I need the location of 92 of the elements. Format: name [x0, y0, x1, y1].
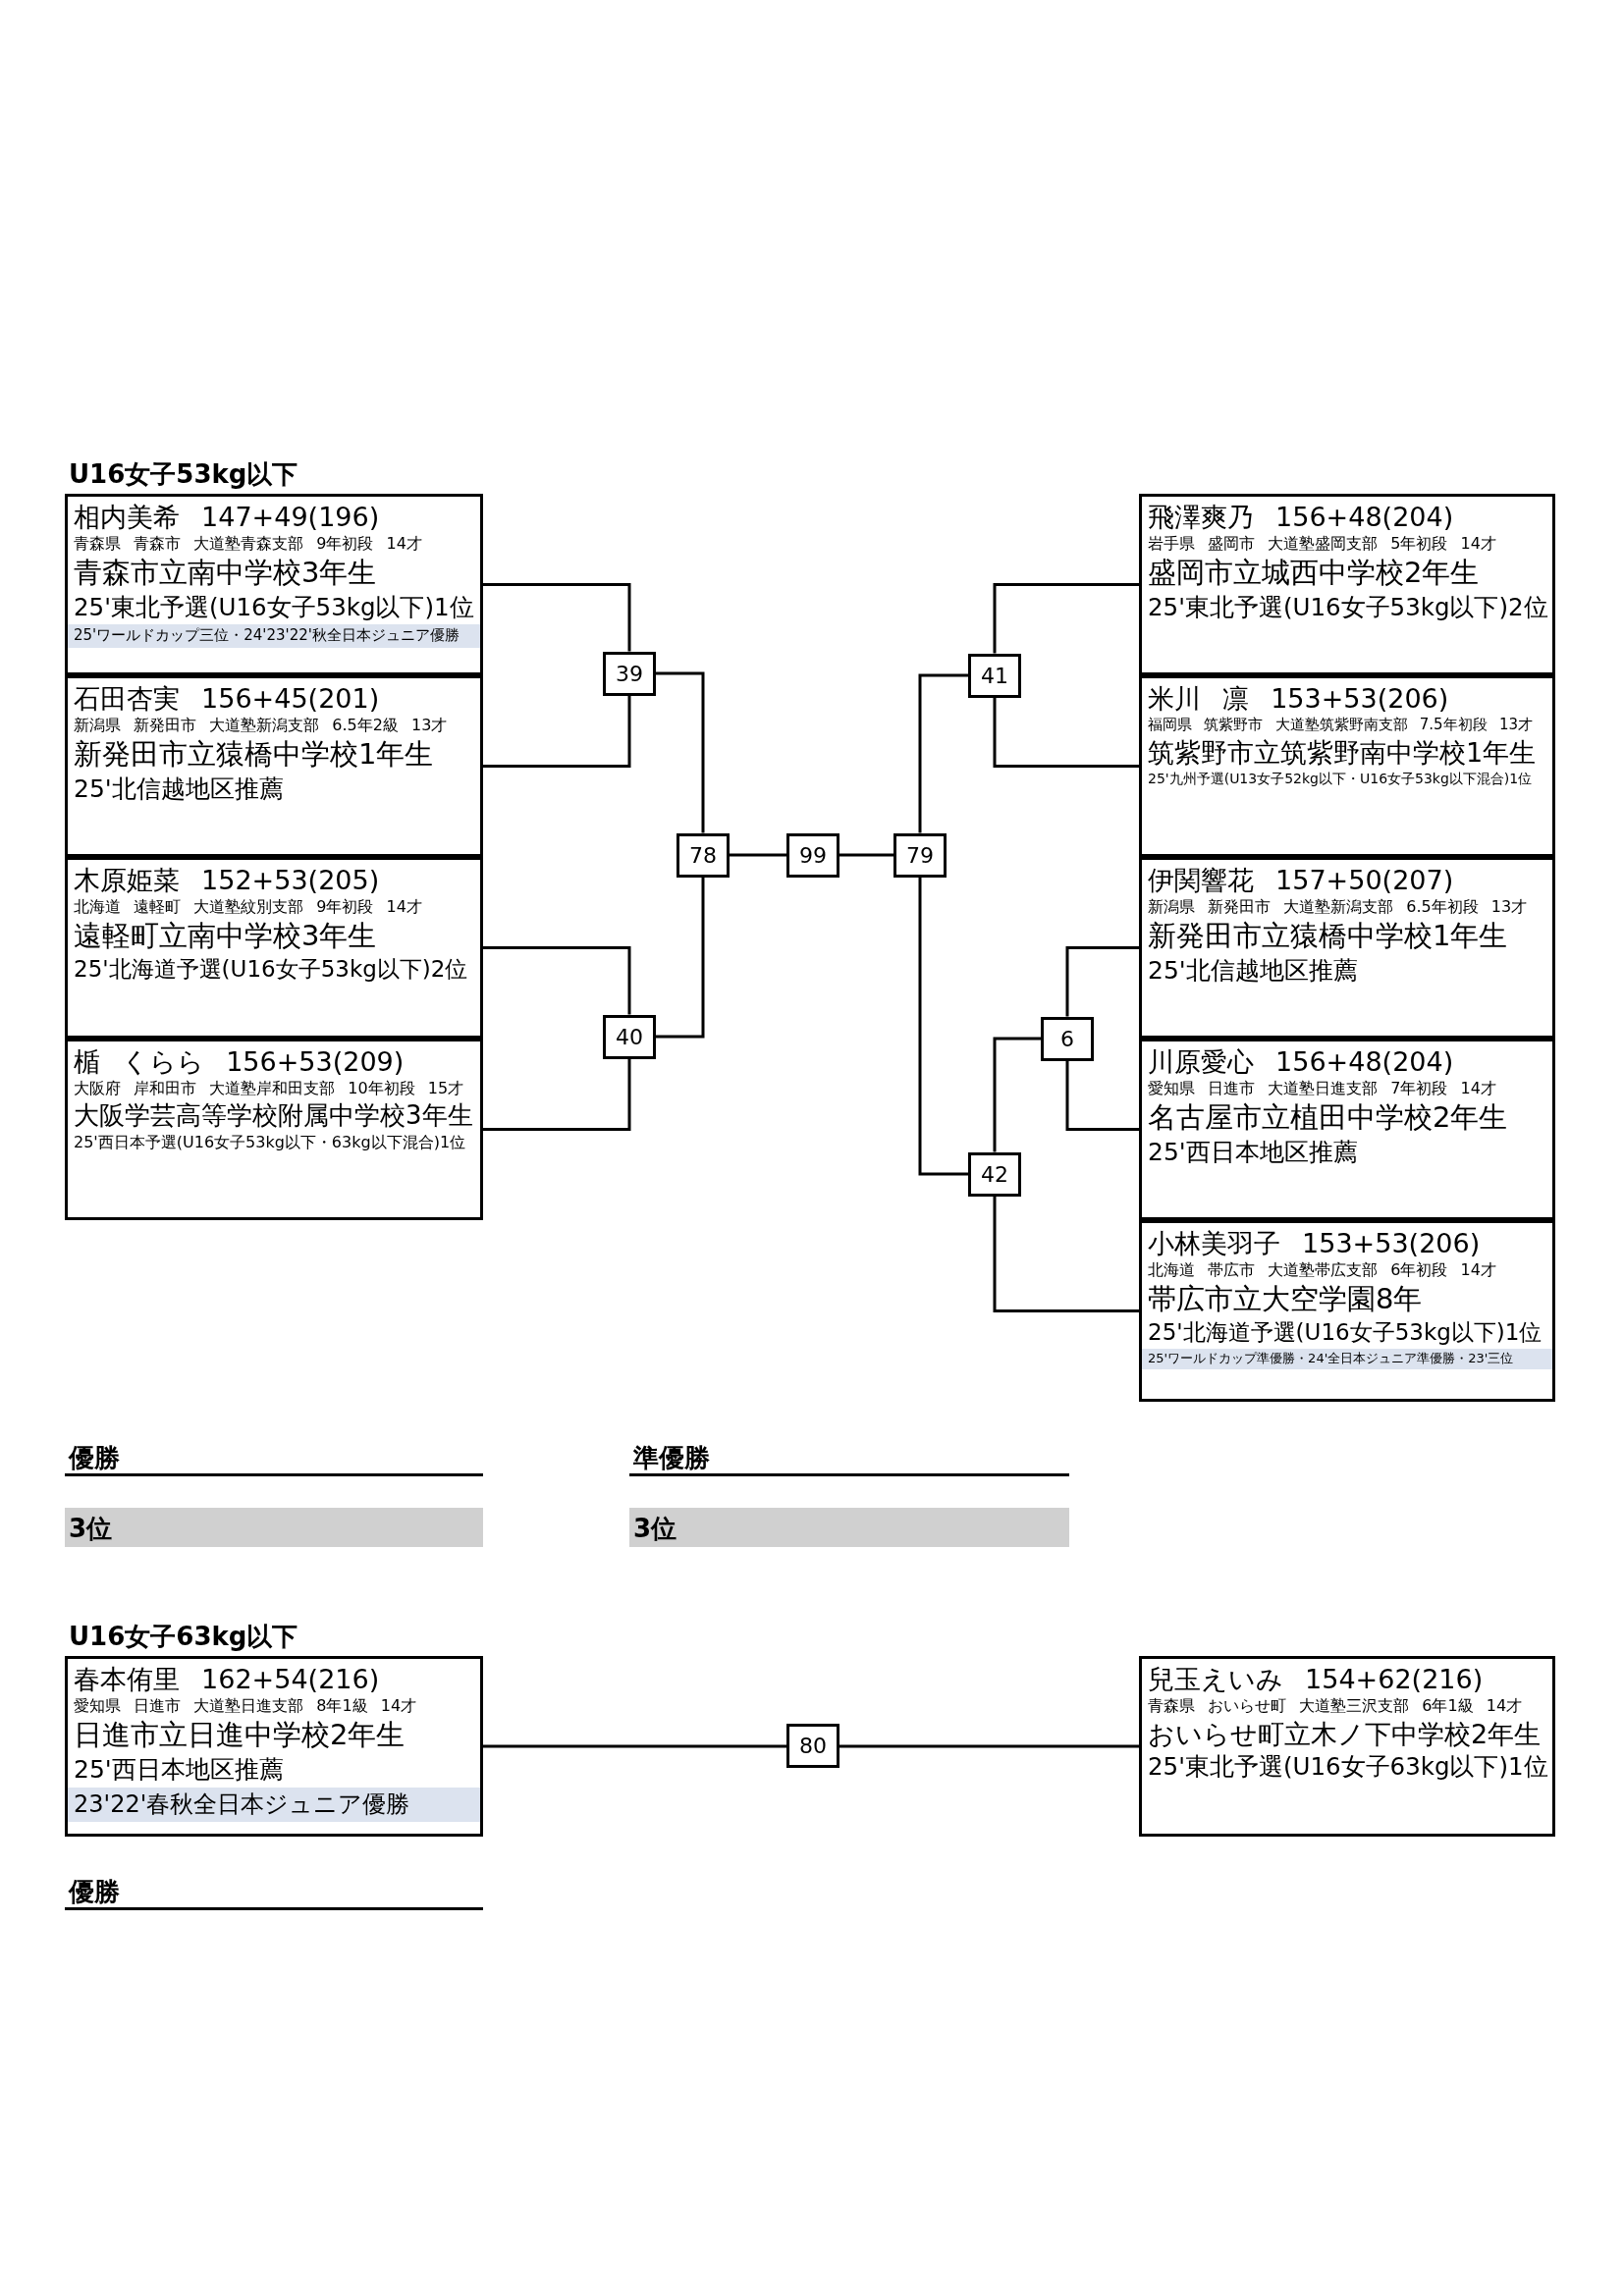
entry-card	[65, 494, 483, 675]
qualification-note: 25'東北予選(U16女子53kg以下)2位	[1148, 591, 1548, 623]
school-name: おいらせ町立木ノ下中学校2年生	[1148, 1717, 1542, 1751]
school-name: 筑紫野市立筑紫野南中学校1年生	[1148, 735, 1537, 770]
player-name: 春本侑里 162+54(216)	[74, 1663, 380, 1696]
bracket-line	[993, 1196, 1139, 1312]
qualification-note: 25'東北予選(U16女子63kg以下)1位	[1148, 1751, 1548, 1783]
school-name: 新発田市立猿橋中学校1年生	[1148, 917, 1508, 954]
bracket-line	[918, 877, 968, 1176]
entry-card	[1139, 1039, 1555, 1220]
entry-card	[1139, 1656, 1555, 1837]
bracket-line	[730, 853, 786, 857]
bracket-line	[483, 583, 631, 652]
bracket-line	[1065, 1060, 1139, 1131]
player-affiliation: 北海道 遠軽町 大道塾紋別支部 9年初段 14才	[74, 897, 422, 918]
bracket-line	[993, 1037, 1041, 1152]
bracket-line	[839, 1744, 1139, 1748]
match-number-box: 41	[968, 653, 1021, 698]
bracket-line	[483, 1744, 786, 1748]
player-name: 相内美希 147+49(196)	[74, 501, 380, 534]
category-heading: U16女子53kg以下	[69, 458, 298, 491]
player-affiliation: 青森県 おいらせ町 大道塾三沢支部 6年1級 14才	[1148, 1696, 1523, 1717]
player-name: 川原愛心 156+48(204)	[1148, 1045, 1454, 1079]
player-affiliation: 愛知県 日進市 大道塾日進支部 7年初段 14才	[1148, 1079, 1496, 1099]
entry-card	[65, 1039, 483, 1220]
player-affiliation: 新潟県 新発田市 大道塾新潟支部 6.5年2級 13才	[74, 716, 448, 736]
entry-card	[1139, 1220, 1555, 1402]
fill-in-line: 優勝	[65, 1441, 483, 1476]
player-affiliation: 愛知県 日進市 大道塾日進支部 8年1級 14才	[74, 1696, 417, 1717]
bracket-line	[1065, 946, 1139, 1017]
match-number-box: 6	[1041, 1016, 1094, 1061]
player-affiliation: 大阪府 岸和田市 大道塾岸和田支部 10年初段 15才	[74, 1079, 464, 1099]
category-heading: U16女子63kg以下	[69, 1621, 298, 1653]
player-name: 米川 凛 153+53(206)	[1148, 682, 1449, 716]
qualification-note: 25'北海道予選(U16女子53kg以下)2位	[74, 954, 468, 984]
school-name: 帯広市立大空学園8年	[1148, 1280, 1423, 1317]
achievement-note: 23'22'春秋全日本ジュニア優勝	[68, 1788, 480, 1823]
player-name: 伊関響花 157+50(207)	[1148, 864, 1454, 897]
fill-in-line: 準優勝	[629, 1441, 1069, 1476]
match-number-box: 79	[893, 832, 947, 878]
entry-card	[1139, 857, 1555, 1039]
match-number-box: 80	[786, 1723, 839, 1768]
bracket-line	[483, 695, 631, 768]
player-name: 石田杏実 156+45(201)	[74, 682, 380, 716]
entry-card	[1139, 675, 1555, 857]
player-affiliation: 岩手県 盛岡市 大道塾盛岡支部 5年初段 14才	[1148, 534, 1496, 555]
match-number-box: 39	[603, 651, 656, 696]
achievement-note: 25'ワールドカップ三位・24'23'22'秋全日本ジュニア優勝	[68, 624, 480, 648]
player-affiliation: 新潟県 新発田市 大道塾新潟支部 6.5年初段 13才	[1148, 897, 1528, 918]
qualification-note: 25'東北予選(U16女子53kg以下)1位	[74, 591, 474, 623]
player-affiliation: 北海道 帯広市 大道塾帯広支部 6年初段 14才	[1148, 1260, 1496, 1281]
bracket-line	[839, 853, 893, 857]
fill-in-line: 優勝	[65, 1875, 483, 1910]
player-affiliation: 青森県 青森市 大道塾青森支部 9年初段 14才	[74, 534, 422, 555]
qualification-note: 25'北海道予選(U16女子53kg以下)1位	[1148, 1317, 1543, 1347]
school-name: 名古屋市立植田中学校2年生	[1148, 1098, 1508, 1136]
bracket-line	[656, 671, 705, 833]
school-name: 遠軽町立南中学校3年生	[74, 917, 377, 954]
entry-card	[1139, 494, 1555, 675]
entry-card	[65, 857, 483, 1039]
entry-card	[65, 675, 483, 857]
qualification-note: 25'九州予選(U13女子52kg以下・U16女子53kg以下混合)1位	[1148, 769, 1533, 787]
match-number-box: 42	[968, 1151, 1021, 1197]
player-name: 木原姫菜 152+53(205)	[74, 864, 380, 897]
qualification-note: 25'西日本地区推薦	[74, 1753, 284, 1786]
bracket-line	[918, 673, 968, 833]
bracket-line	[656, 877, 705, 1039]
placing-bar: 3位	[629, 1508, 1069, 1547]
school-name: 日進市立日進中学校2年生	[74, 1716, 406, 1753]
school-name: 青森市立南中学校3年生	[74, 554, 377, 591]
player-name: 楯 くらら 156+53(209)	[74, 1045, 405, 1079]
match-number-box: 78	[677, 832, 730, 878]
qualification-note: 25'西日本地区推薦	[1148, 1136, 1358, 1168]
school-name: 盛岡市立城西中学校2年生	[1148, 554, 1480, 591]
qualification-note: 25'西日本予選(U16女子53kg以下・63kg以下混合)1位	[74, 1132, 466, 1153]
match-number-box: 40	[603, 1014, 656, 1059]
player-name: 兒玉えいみ 154+62(216)	[1148, 1663, 1484, 1696]
achievement-note: 25'ワールドカップ準優勝・24'全日本ジュニア準優勝・23'三位	[1142, 1349, 1552, 1370]
entry-card	[65, 1656, 483, 1837]
bracket-line	[993, 697, 1139, 768]
player-name: 小林美羽子 153+53(206)	[1148, 1227, 1481, 1260]
school-name: 大阪学芸高等学校附属中学校3年生	[74, 1098, 473, 1132]
bracket-line	[483, 946, 631, 1015]
placing-bar: 3位	[65, 1508, 483, 1547]
bracket-line	[483, 1058, 631, 1131]
school-name: 新発田市立猿橋中学校1年生	[74, 735, 434, 773]
qualification-note: 25'北信越地区推薦	[74, 773, 284, 805]
bracket-line	[993, 583, 1139, 654]
qualification-note: 25'北信越地区推薦	[1148, 954, 1358, 987]
match-number-box: 99	[786, 832, 839, 878]
player-name: 飛澤爽乃 156+48(204)	[1148, 501, 1454, 534]
player-affiliation: 福岡県 筑紫野市 大道塾筑紫野南支部 7.5年初段 13才	[1148, 716, 1533, 735]
